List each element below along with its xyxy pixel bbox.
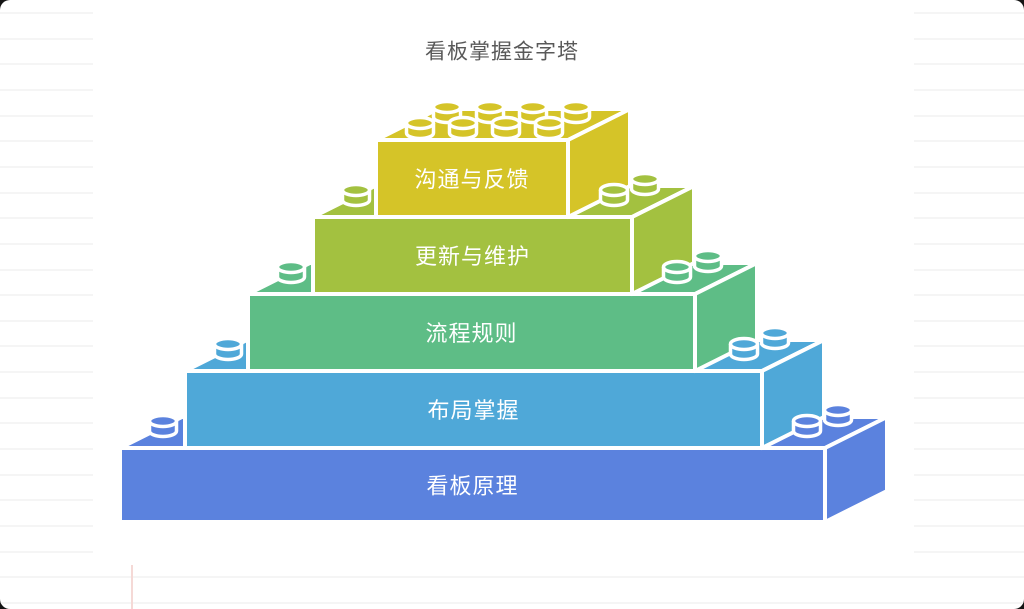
brick-stud: [692, 248, 724, 274]
ruled-line: [0, 576, 1024, 579]
brick-label: 沟通与反馈: [414, 167, 529, 192]
brick-stud: [661, 259, 693, 285]
brick-label: 布局掌握: [427, 398, 519, 423]
brick-stud: [560, 99, 592, 125]
brick-label: 看板原理: [426, 474, 518, 499]
brick-stud: [275, 259, 307, 285]
brick-stud: [728, 336, 760, 362]
brick-stud: [212, 336, 244, 362]
brick-stud: [791, 413, 823, 439]
ruled-line: [0, 601, 1024, 604]
brick-stud: [759, 325, 791, 351]
brick-stud: [447, 115, 479, 141]
brick-stud: [822, 402, 854, 428]
brick-label: 更新与维护: [415, 244, 530, 269]
brick-stud: [533, 115, 565, 141]
brick-stud: [404, 115, 436, 141]
brick-studs-layer: [147, 99, 854, 439]
brick-stud: [629, 171, 661, 197]
diagram-title: 看板掌握金字塔: [425, 41, 579, 64]
brick-stud: [598, 182, 630, 208]
brick-stud: [340, 182, 372, 208]
brick-stud: [490, 115, 522, 141]
brick-stud: [147, 413, 179, 439]
brick-label: 流程规则: [425, 321, 517, 346]
